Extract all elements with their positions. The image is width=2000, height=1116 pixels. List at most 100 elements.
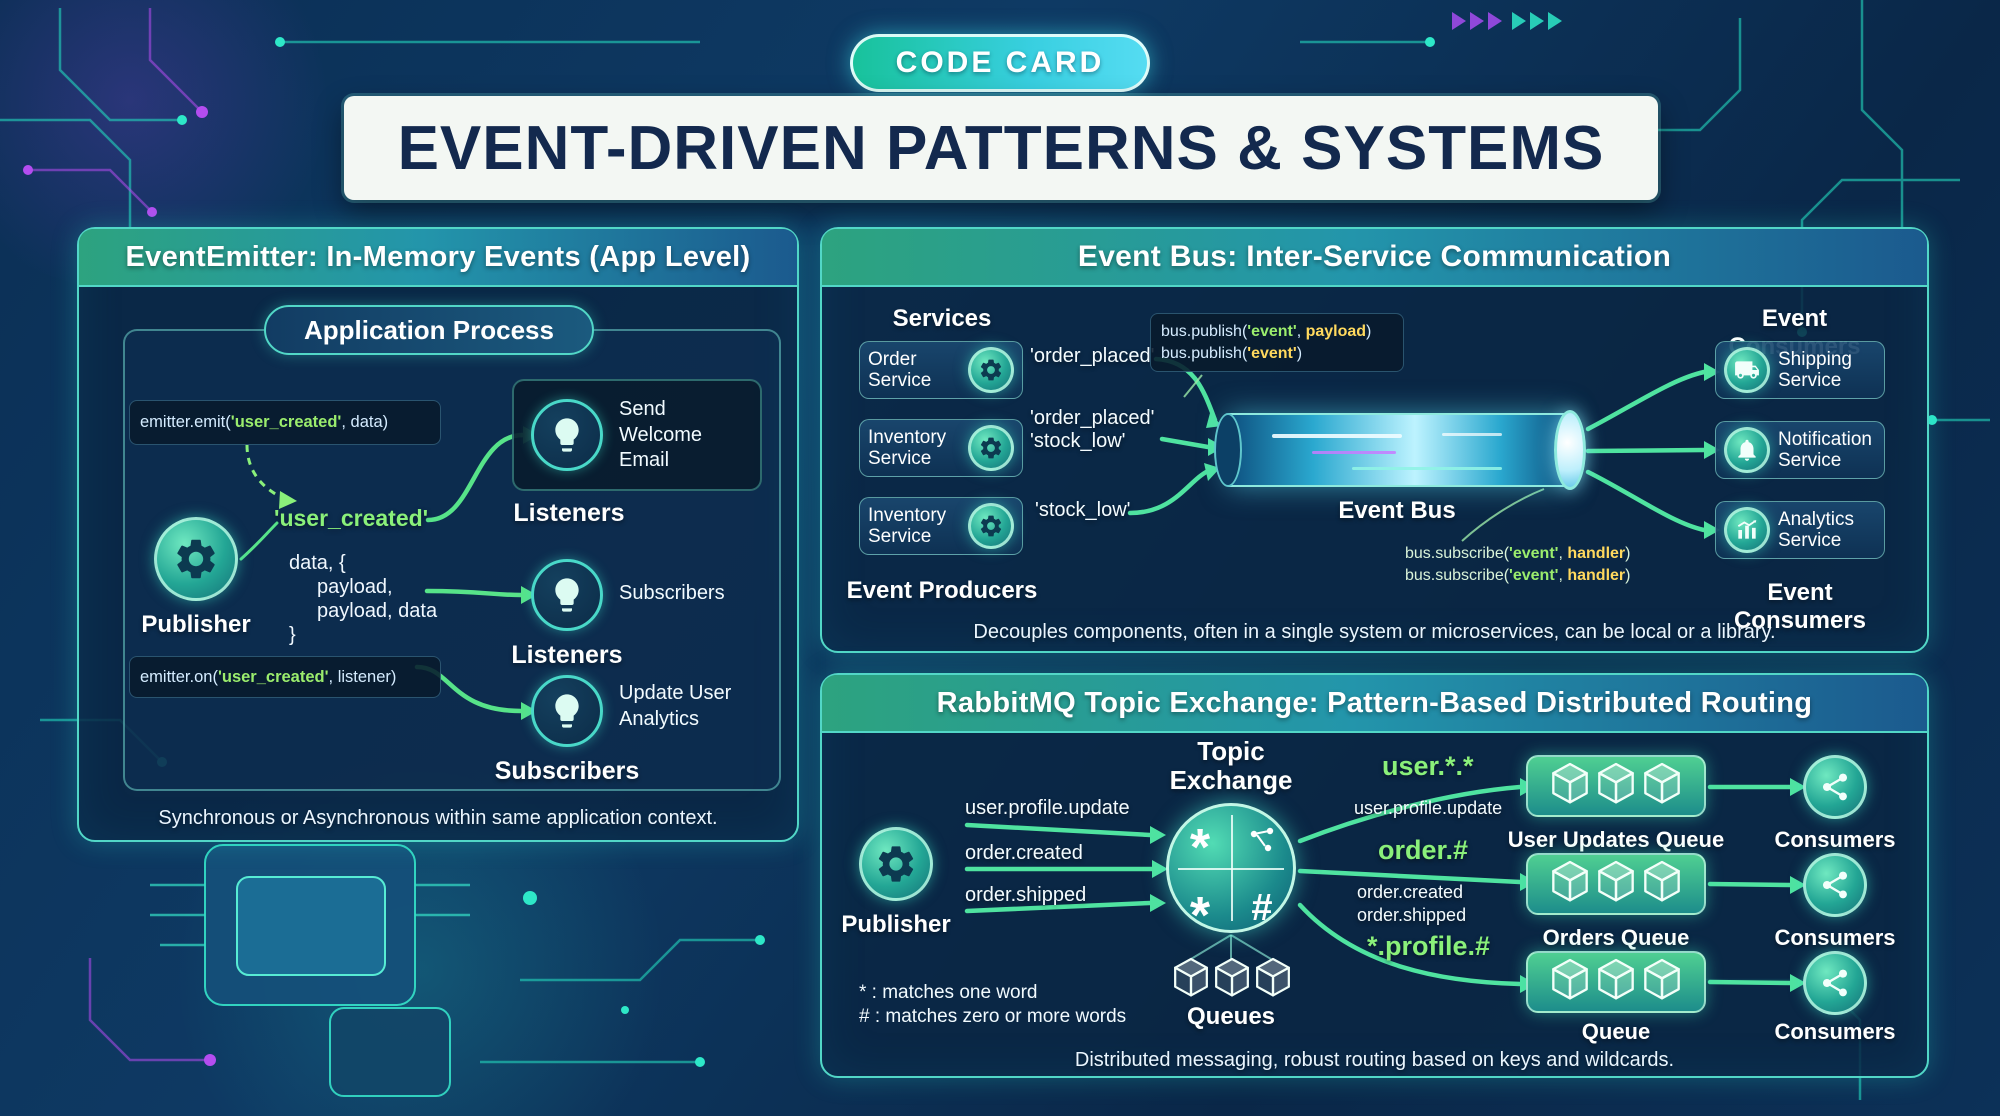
routing-key: user.profile.update [965, 797, 1130, 819]
rabbit-footer-note: Distributed messaging, robust routing ba… [1074, 1049, 1675, 1071]
title-card: EVENT-DRIVEN PATTERNS & SYSTEMS [344, 96, 1658, 200]
event-tag: 'stock_low' [1030, 430, 1126, 452]
cube-icon [1642, 958, 1682, 1007]
bell-icon [1724, 427, 1770, 473]
payload-line: } [289, 624, 296, 646]
cube-icon [1642, 762, 1682, 811]
event-bus-right-cap [1554, 410, 1586, 490]
matched-key: order.shipped [1357, 905, 1467, 925]
panel-header-rabbitmq: RabbitMQ Topic Exchange: Pattern-Based D… [822, 675, 1927, 733]
queues-label: Queues [1186, 1003, 1276, 1030]
lightbulb-icon [531, 559, 603, 631]
binding-pattern: user.*.* [1382, 751, 1474, 781]
queue-label: Queue [1581, 1019, 1651, 1044]
cube-icon [1550, 762, 1590, 811]
wildcard-hash-glyph: # [1251, 886, 1273, 929]
services-label: Services [892, 305, 992, 332]
consumers-label: Consumers [1774, 925, 1896, 950]
event-tag: 'order_placed' [1030, 407, 1155, 429]
queue-box-generic [1526, 951, 1706, 1013]
consumers-share-icon [1803, 755, 1867, 819]
bus-streak [1312, 451, 1396, 454]
code-card-badge: CODE CARD [850, 34, 1150, 92]
code-event-name: 'user_created' [230, 413, 342, 431]
bus-streak [1442, 433, 1502, 436]
event-bus-cylinder [1228, 413, 1568, 487]
chart-icon [1724, 507, 1770, 553]
lightbulb-icon [531, 675, 603, 747]
payload-line: payload, data [317, 600, 438, 622]
queue-cube-icon [1254, 957, 1292, 1004]
bus-streak [1272, 434, 1402, 438]
consumer-name: Notification Service [1778, 428, 1872, 471]
service-name: Order Service [868, 348, 932, 391]
code-line: bus.subscribe('event', handler) [1405, 545, 1631, 562]
matched-key: order.created [1357, 882, 1464, 902]
consumer-box-shipping: Shipping Service [1715, 341, 1885, 399]
panel-rabbitmq: RabbitMQ Topic Exchange: Pattern-Based D… [820, 673, 1929, 1078]
event-producers-label: Event Producers [846, 577, 1038, 604]
publisher-gear-icon [154, 517, 238, 601]
payload-block: data, { payload, payload, data } [289, 551, 437, 647]
application-process-pill: Application Process [264, 305, 594, 355]
queue-box-orders [1526, 853, 1706, 915]
code-line: bus.publish('event', payload) [1161, 323, 1372, 340]
topic-exchange-label-line: Topic [1197, 736, 1265, 766]
binding-pattern: *.profile.# [1367, 931, 1491, 961]
listener-action-label: Update User Analytics [619, 682, 732, 730]
event-bus-label: Event Bus [1338, 497, 1456, 524]
service-name: Inventory Service [868, 426, 947, 469]
queue-cube-icon [1172, 957, 1210, 1004]
queue-label: User Updates Queue [1507, 827, 1725, 852]
consumers-share-icon [1803, 853, 1867, 917]
consumer-box-analytics: Analytics Service [1715, 501, 1885, 559]
legend-star: * : matches one word [859, 982, 1038, 1003]
listener-action-label: Send Welcome Email [619, 398, 702, 472]
consumers-share-icon [1803, 951, 1867, 1015]
panel-event-emitter: EventEmitter: In-Memory Events (App Leve… [77, 227, 799, 842]
event-consumers-bottom-label: Event Consumers [1733, 579, 1867, 634]
event-bus-left-cap [1214, 413, 1242, 487]
cube-icon [1596, 958, 1636, 1007]
page-title: EVENT-DRIVEN PATTERNS & SYSTEMS [397, 113, 1605, 183]
subscribe-code: bus.subscribe('event', handler) bus.subs… [1405, 543, 1685, 588]
matched-key: user.profile.update [1354, 798, 1503, 818]
routing-mini-icon [1231, 806, 1293, 874]
event-tag: 'order_placed' [1030, 345, 1155, 367]
queue-cube-icon [1213, 957, 1251, 1004]
wildcard-star-glyph: * [1189, 887, 1211, 945]
panel-header-emitter: EventEmitter: In-Memory Events (App Leve… [79, 229, 797, 287]
consumers-label: Consumers [1774, 827, 1896, 852]
listener-role-label: Subscribers [494, 757, 640, 785]
cube-icon [1596, 762, 1636, 811]
panel-header-bus: Event Bus: Inter-Service Communication [822, 229, 1927, 287]
emitter-footer-note: Synchronous or Asynchronous within same … [158, 807, 718, 829]
queue-label: Orders Queue [1542, 925, 1690, 950]
cube-icon [1550, 958, 1590, 1007]
routing-key: order.created [965, 842, 1083, 864]
queue-box-user-updates [1526, 755, 1706, 817]
listener-action-label: Subscribers [619, 582, 725, 604]
gear-icon [968, 425, 1014, 471]
consumer-name: Shipping Service [1778, 348, 1852, 391]
emit-code: emitter.emit('user_created', data) [129, 400, 441, 445]
badge-label: CODE CARD [895, 46, 1105, 79]
on-code: emitter.on('user_created', listener) [129, 656, 441, 698]
bus-footer-note: Decouples components, often in a single … [973, 621, 1776, 643]
legend-hash: # : matches zero or more words [859, 1006, 1127, 1027]
wildcard-star-glyph: * [1189, 819, 1211, 877]
code-text: emitter.emit( [140, 413, 231, 431]
bus-streak [1352, 467, 1502, 470]
publisher-label: Publisher [141, 611, 251, 638]
cube-icon [1550, 860, 1590, 909]
truck-icon [1724, 347, 1770, 393]
event-name-label: 'user_created' [274, 505, 429, 531]
topic-exchange-label: Topic Exchange [1146, 737, 1316, 794]
payload-line: data, { [289, 552, 346, 574]
consumers-label: Consumers [1774, 1019, 1896, 1044]
service-box-inventory: Inventory Service [859, 419, 1023, 477]
panel-event-bus: Event Bus: Inter-Service Communication [820, 227, 1929, 653]
application-process-label: Application Process [304, 314, 554, 345]
gear-icon [968, 503, 1014, 549]
